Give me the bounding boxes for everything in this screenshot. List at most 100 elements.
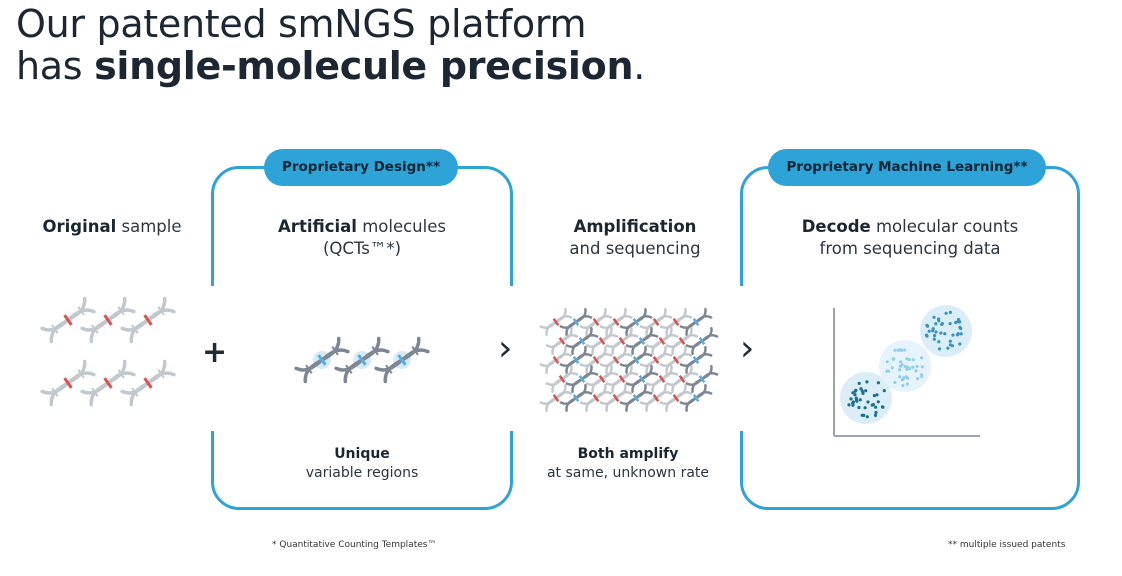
scatter-dot <box>911 358 915 362</box>
scatter-dot <box>948 310 953 314</box>
scatter-dot <box>920 356 924 360</box>
dna-icon <box>40 359 96 407</box>
original-sample-dna-group <box>40 296 176 407</box>
headline-emphasis: single-molecule precision <box>94 44 634 88</box>
scatter-dot <box>891 357 895 361</box>
scatter-dot <box>854 398 859 402</box>
amplify-caption-bold: Both amplify <box>577 446 679 462</box>
scatter-dot <box>904 375 908 379</box>
scatter-dot <box>958 325 962 329</box>
scatter-dot <box>931 329 935 333</box>
machine-learning-badge: Proprietary Machine Learning** <box>768 149 1046 186</box>
chevron-right-icon: › <box>740 328 755 369</box>
scatter-dot <box>944 311 948 315</box>
headline: Our patented smNGS platform has single-m… <box>16 3 645 87</box>
amplified-dna-grid <box>539 308 719 412</box>
scatter-dot <box>934 322 938 326</box>
artificial-molecules-title: Artificial molecules(QCTs™*) <box>262 216 462 260</box>
scatter-dot <box>939 331 943 335</box>
scatter-dot <box>849 397 853 401</box>
artificial-title-line-2: (QCTs™*) <box>322 239 402 258</box>
scatter-dot <box>872 394 877 398</box>
dna-icon <box>120 296 176 344</box>
headline-line-2: has single-molecule precision. <box>16 45 645 87</box>
dna-icon <box>80 296 136 344</box>
chevron-right-icon: › <box>498 328 513 369</box>
amplification-title-bold: Amplification <box>573 217 697 236</box>
scatter-dot <box>959 332 963 336</box>
scatter-dot <box>905 357 909 361</box>
scatter-dot <box>898 375 902 379</box>
scatter-dot <box>911 365 915 369</box>
scatter-dot <box>948 339 952 343</box>
scatter-dot <box>958 342 962 346</box>
scatter-plot-icon <box>833 305 980 437</box>
scatter-dot <box>901 383 905 388</box>
scatter-dot <box>873 413 878 417</box>
scatter-dot <box>893 380 897 384</box>
artificial-title-bold: Artificial <box>278 217 357 236</box>
scatter-dot <box>865 415 869 419</box>
dna-icon <box>293 335 351 385</box>
scatter-dot <box>916 377 920 381</box>
scatter-dot <box>937 340 941 344</box>
scatter-dot <box>890 366 894 370</box>
scatter-dot <box>882 389 886 393</box>
scatter-dot <box>927 329 931 333</box>
scatter-dot <box>875 393 879 397</box>
scatter-dot <box>951 333 955 337</box>
scatter-dot <box>903 364 907 369</box>
scatter-dot <box>881 405 885 409</box>
decode-title-bold: Decode <box>801 217 871 236</box>
scatter-dot <box>861 391 865 395</box>
scatter-dot <box>898 364 903 368</box>
frame-gap <box>734 286 748 431</box>
dna-icon <box>333 335 391 385</box>
scatter-dot <box>932 315 936 319</box>
patents-footnote: ** multiple issued patents <box>948 540 1066 550</box>
plus-icon: + <box>202 335 228 370</box>
scatter-dot <box>851 400 856 404</box>
dna-icon <box>373 335 431 385</box>
cluster-low <box>840 372 892 424</box>
scatter-dot <box>937 347 942 351</box>
scatter-dot <box>943 332 947 336</box>
scatter-dot <box>956 332 960 336</box>
original-title-rest: sample <box>116 217 182 236</box>
scatter-dot <box>854 388 858 392</box>
scatter-dot <box>934 330 938 334</box>
scatter-dot <box>914 369 918 373</box>
scatter-dot <box>940 322 945 326</box>
scatter-dot <box>907 367 912 371</box>
frame-gap <box>205 286 219 431</box>
scatter-dot <box>903 348 907 352</box>
scatter-dot <box>853 393 857 397</box>
scatter-dot <box>900 348 904 352</box>
scatter-dot <box>864 389 868 393</box>
scatter-dot <box>885 360 889 364</box>
scatter-dot <box>866 400 870 404</box>
qct-footnote: * Quantitative Counting Templates™ <box>272 540 437 550</box>
scatter-dot <box>925 323 929 327</box>
scatter-dot <box>865 380 869 384</box>
scatter-dot <box>946 346 950 350</box>
frame-gap <box>505 286 519 431</box>
scatter-dot <box>937 319 941 323</box>
scatter-dot <box>898 368 902 372</box>
unique-caption-rest: variable regions <box>305 465 419 481</box>
scatter-dot <box>857 405 861 410</box>
headline-line-1: Our patented smNGS platform <box>16 2 587 46</box>
scatter-dot <box>920 373 924 377</box>
original-sample-title: Original sample <box>22 216 202 238</box>
scatter-dot <box>905 382 909 386</box>
scatter-dot <box>893 348 897 352</box>
scatter-dot <box>858 398 862 402</box>
scatter-dot <box>887 369 891 373</box>
dna-icon <box>120 359 176 407</box>
artificial-molecules-dna-group <box>293 335 431 385</box>
headline-suffix: . <box>633 44 645 88</box>
